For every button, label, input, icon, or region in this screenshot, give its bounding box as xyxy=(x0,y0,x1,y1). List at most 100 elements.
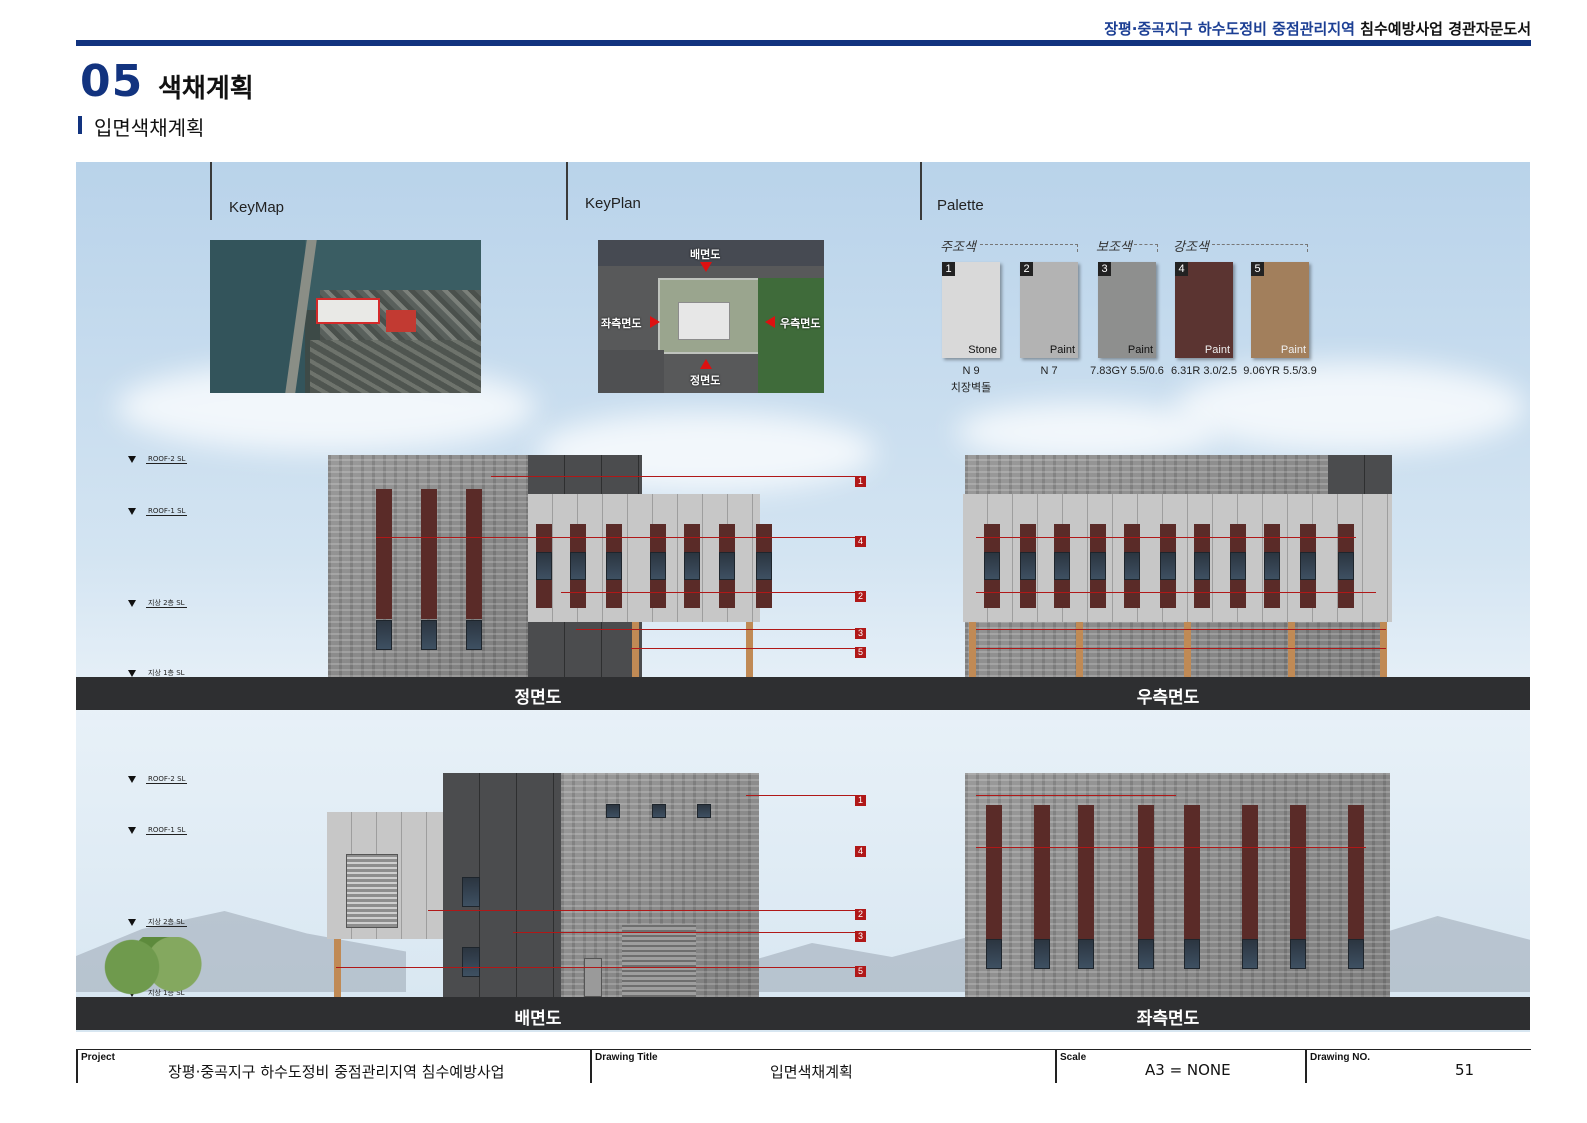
column-divider xyxy=(210,162,212,220)
accent-strip xyxy=(1034,805,1050,939)
footer-project-label: Project xyxy=(81,1052,115,1063)
ground-strip-top xyxy=(76,677,1530,710)
window xyxy=(462,877,480,907)
timber-column xyxy=(632,622,639,677)
ground-strip-bottom xyxy=(76,997,1530,1030)
palette-group-bracket xyxy=(1134,244,1158,252)
swatch-material: Paint xyxy=(1280,344,1306,356)
keyplan-back-label: 배면도 xyxy=(690,248,721,261)
marker-line xyxy=(428,910,856,911)
timber-column xyxy=(746,622,753,677)
swatch-color-code: N 7 xyxy=(1040,365,1058,377)
section-number: 05 xyxy=(80,56,144,107)
footer-scale-label: Scale xyxy=(1060,1052,1087,1063)
window xyxy=(1290,939,1306,969)
elevation-color-panel: KeyMap KeyPlan Palette 배면도 좌측면도 우측면도 정면도… xyxy=(76,162,1530,1032)
marker-4: 4 xyxy=(855,536,866,547)
swatch-material: Paint xyxy=(1127,344,1153,356)
swatch-number: 4 xyxy=(1175,262,1188,276)
window xyxy=(756,552,772,580)
service-door xyxy=(584,958,602,997)
window xyxy=(1090,552,1106,580)
marker-line xyxy=(376,537,856,538)
window xyxy=(1338,552,1354,580)
window xyxy=(606,552,622,580)
marker-line xyxy=(561,592,857,593)
front-dark-cladding xyxy=(528,455,642,495)
marker-line xyxy=(513,932,856,933)
section-title: 색채계획 xyxy=(158,74,254,104)
marker-5: 5 xyxy=(855,966,866,977)
document-header-title: 장평·중곡지구 하수도정비 중점관리지역 침수예방사업 경관자문도서 xyxy=(1104,18,1531,39)
marker-line xyxy=(746,795,856,796)
marker-line xyxy=(976,795,1176,796)
arrow-right-icon xyxy=(650,316,660,328)
column-divider xyxy=(566,162,568,220)
back-dark-tower xyxy=(443,773,561,997)
timber-column xyxy=(1184,622,1191,677)
accent-strip xyxy=(376,489,392,619)
marker-line xyxy=(976,629,1386,630)
swatch-color-code: 9.06YR 5.5/3.9 xyxy=(1243,365,1317,377)
timber-column xyxy=(1288,622,1295,677)
footer-project-cell: Project 장평·중곡지구 하수도정비 중점관리지역 침수예방사업 xyxy=(76,1049,590,1083)
window xyxy=(1054,552,1070,580)
marker-line xyxy=(976,847,1366,848)
timber-column xyxy=(1076,622,1083,677)
footer-drawing-no-cell: Drawing NO. 51 xyxy=(1305,1049,1531,1083)
window xyxy=(986,939,1002,969)
marker-1: 1 xyxy=(855,476,866,487)
swatch-note: 치장벽돌 xyxy=(950,382,992,394)
accent-strip xyxy=(1242,805,1258,939)
swatch-material: Paint xyxy=(1049,344,1075,356)
window xyxy=(719,552,735,580)
window xyxy=(606,804,620,818)
marker-line xyxy=(336,967,856,968)
window xyxy=(1194,552,1210,580)
header-rule xyxy=(76,40,1531,46)
palette-group-main: 주조색 xyxy=(940,240,976,255)
accent-strip xyxy=(1290,805,1306,939)
arrow-left-icon xyxy=(765,316,775,328)
louver-vent xyxy=(346,854,398,928)
keymap-label: KeyMap xyxy=(229,199,285,216)
accent-strip xyxy=(421,489,437,619)
keymap-aerial-image xyxy=(210,240,481,393)
marker-line xyxy=(976,648,1386,649)
marker-1: 1 xyxy=(855,795,866,806)
window xyxy=(650,552,666,580)
window xyxy=(1242,939,1258,969)
marker-5: 5 xyxy=(855,647,866,658)
marker-2: 2 xyxy=(855,591,866,602)
swatch-number: 1 xyxy=(942,262,955,276)
cloud-shape xyxy=(1176,362,1526,452)
elevation-right-label: 우측면도 xyxy=(1136,688,1200,708)
keyplan-left-label: 좌측면도 xyxy=(601,317,642,330)
window xyxy=(697,804,711,818)
elevation-back-label: 배면도 xyxy=(514,1009,562,1029)
swatch-number: 3 xyxy=(1098,262,1111,276)
timber-column xyxy=(334,939,341,997)
window xyxy=(1138,939,1154,969)
level-floor2: 지상 2층 SL xyxy=(128,598,187,608)
arrow-up-icon xyxy=(700,359,712,369)
keyplan-right-label: 우측면도 xyxy=(780,317,821,330)
column-divider xyxy=(920,162,922,220)
keyplan-label: KeyPlan xyxy=(585,195,641,212)
swatch-number: 5 xyxy=(1251,262,1264,276)
swatch-material: Paint xyxy=(1204,344,1230,356)
marker-3: 3 xyxy=(855,931,866,942)
window xyxy=(421,620,437,650)
footer-drawing-title-label: Drawing Title xyxy=(595,1052,658,1063)
window xyxy=(466,620,482,650)
palette-group-bracket xyxy=(980,244,1078,252)
window xyxy=(1230,552,1246,580)
marker-line xyxy=(976,592,1376,593)
window xyxy=(1078,939,1094,969)
window xyxy=(570,552,586,580)
